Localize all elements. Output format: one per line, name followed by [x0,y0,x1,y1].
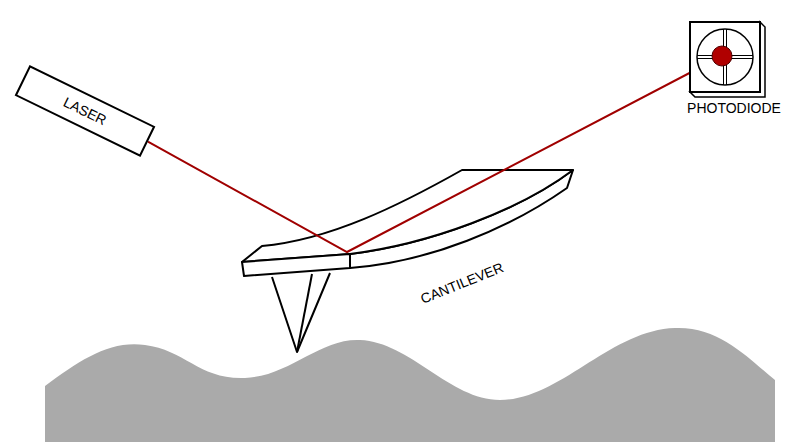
part-label: LASER [61,94,109,129]
sample-surface [45,328,775,442]
part-label: CANTILEVER [418,259,506,307]
laser-box: LASER [15,65,156,157]
photodiode-detector: PHOTODIODE [676,14,792,120]
laser-beam [148,56,722,252]
probe-tip [272,273,330,352]
part-label: PHOTODIODE [676,100,792,116]
photodiode-symbol [676,14,792,98]
cantilever [242,170,573,276]
